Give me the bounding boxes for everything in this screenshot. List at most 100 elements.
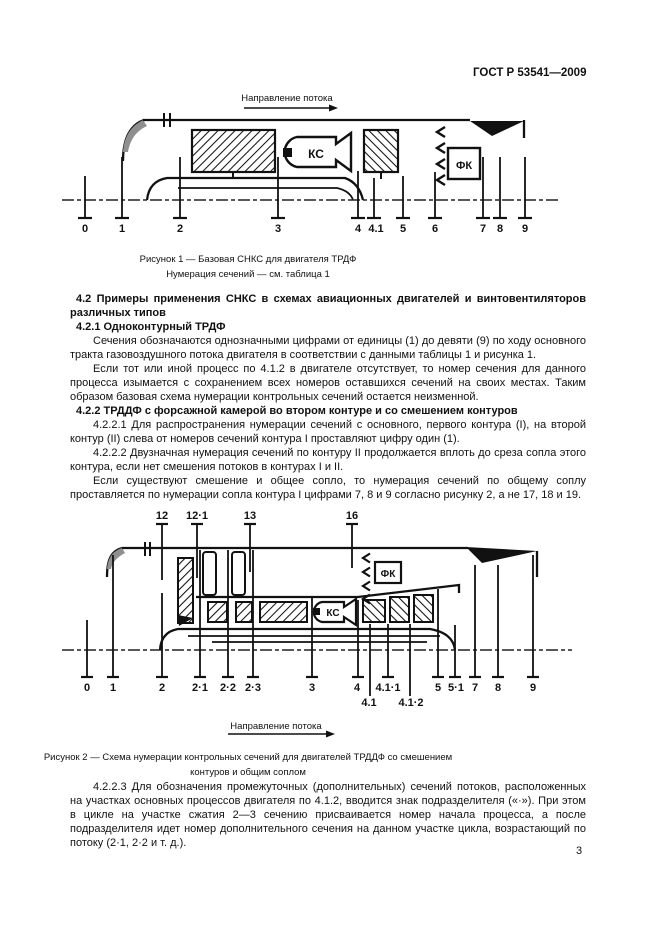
sub-section-tick: 4.1·2 [398, 624, 424, 709]
section-label: 6 [432, 223, 438, 235]
section-label: 2 [159, 682, 165, 694]
paragraph: Если тот или иной процесс по 4.1.2 в дви… [70, 363, 586, 403]
section-label: 4.1·1 [375, 682, 400, 694]
section-tick: 8 [492, 565, 504, 694]
section-label: 2·2 [220, 682, 236, 694]
section-label: 4.1 [368, 223, 383, 235]
figure1-caption-line2: Нумерация сечений — см. таблица 1 [166, 269, 330, 280]
section-tick: 2 [156, 593, 168, 694]
fan-root [178, 615, 193, 626]
section-label: 4 [355, 223, 362, 235]
turbine-hatch [389, 596, 410, 623]
section-tick: 8 [493, 157, 507, 235]
paragraph: Если существуют смешение и общее сопло, … [70, 475, 586, 501]
heading-4-2: 4.2 Примеры применения СНКС в схемах ави… [70, 293, 586, 319]
paragraph-4-2-2-3: 4.2.2.3 Для обозначения промежуточных (д… [70, 780, 586, 850]
section-label: 4 [354, 682, 361, 694]
flow-arrow-head [329, 104, 338, 112]
afterburner-box: ФК [373, 560, 403, 585]
flow-direction: Направление потока [241, 93, 338, 112]
heading-4-2-2: 4.2.2 ТРДДФ с форсажной камерой во второ… [76, 405, 518, 417]
paragraph: 4.2.2.1 Для распространения нумерации се… [70, 419, 586, 445]
section-tick: 5 [396, 176, 410, 235]
bypass-vane [202, 551, 217, 596]
section-label: 0 [82, 223, 88, 235]
section-tick: 0 [81, 620, 93, 694]
section-label: 12·1 [186, 510, 208, 522]
section-tick: 1 [107, 555, 119, 694]
section-label: 2·3 [245, 682, 261, 694]
flow-label: Направление потока [230, 721, 322, 732]
turbine-hatch [362, 599, 386, 623]
flow-label: Направление потока [241, 93, 333, 104]
section-tick: 2·1 [192, 550, 208, 694]
hub-inner-line [178, 187, 354, 201]
nozzle-triangle [470, 121, 524, 136]
section-label: 5 [400, 223, 406, 235]
section-label: 12 [156, 510, 168, 522]
fk-label: ФК [381, 569, 397, 580]
section-tick: 5 [432, 589, 444, 694]
figure2-caption: Рисунок 2 — Схема нумерации контрольных … [43, 752, 453, 778]
section-label: 16 [346, 510, 358, 522]
paragraph: 4.2.2.3 Для обозначения промежуточных (д… [70, 781, 586, 849]
flow-direction: Направление потока [228, 721, 335, 738]
turbine-hatch [413, 594, 434, 623]
paragraph: 4.2.2.2 Двузначная нумерация сечений по … [70, 447, 586, 473]
section-tick: 0 [78, 176, 92, 235]
top-section-tick: 12·1 [186, 510, 208, 578]
section-tick: 4 [351, 171, 365, 235]
paragraph: Сечения обозначаются однозначными цифрам… [70, 335, 586, 361]
bypass-vane [231, 551, 246, 596]
page-number: 3 [576, 845, 583, 857]
section-label: 7 [472, 682, 478, 694]
figure1-caption-line1: Рисунок 1 — Базовая СНКС для двигателя Т… [139, 254, 357, 265]
section-label: 1 [110, 682, 116, 694]
sub-section-tick: 4.1 [361, 624, 377, 709]
bypass-splitter [196, 583, 461, 599]
engine-outline [121, 113, 526, 201]
section-tick: 6 [428, 172, 442, 235]
flow-arrow-head [326, 730, 335, 738]
nozzle-triangle [466, 547, 537, 563]
section-label: 4.1·2 [398, 697, 423, 709]
fan [177, 557, 194, 626]
section-label: 9 [522, 223, 528, 235]
section-tick: 7 [469, 565, 481, 694]
fan-hatch [177, 557, 194, 624]
section-label: 3 [309, 682, 315, 694]
heading-4-2-1: 4.2.1 Одноконтурный ТРДФ [76, 321, 226, 333]
flame-holder-chevrons [434, 125, 446, 187]
document-title: ГОСТ Р 53541—2009 [473, 67, 587, 79]
section-label: 5·1 [448, 682, 464, 694]
fuel-injector [283, 148, 292, 157]
section-tick: 3 [306, 597, 318, 694]
section-tick: 1 [115, 157, 129, 235]
section-tick: 2·2 [220, 550, 236, 694]
section-label: 2 [177, 223, 183, 235]
inlet-lip-shading [123, 120, 147, 152]
flame-holder-chevrons [360, 552, 371, 605]
compressor-hatch [190, 128, 277, 174]
section-tick: 9 [527, 555, 539, 694]
section-tick: 4.1·1 [375, 624, 401, 694]
section-label: 13 [244, 510, 256, 522]
afterburner-box: ФК [446, 146, 482, 181]
section-label: 4.1 [361, 697, 376, 709]
engine-outline [105, 542, 539, 651]
compressor-hatch [235, 601, 253, 623]
section-tick: 4 [352, 600, 364, 694]
section-tick: 4.1 [367, 178, 384, 235]
section-label: 1 [119, 223, 125, 235]
figure1-diagram: Направление потока КС [62, 93, 560, 235]
section-tick: 2·3 [245, 550, 261, 694]
fk-label: ФК [456, 160, 472, 172]
section-label: 3 [275, 223, 281, 235]
section-label: 8 [497, 223, 503, 235]
section-label: 5 [435, 682, 441, 694]
section-tick: 3 [271, 157, 285, 235]
section-tick: 2 [173, 157, 187, 235]
section-label: 7 [480, 223, 486, 235]
section-tick: 7 [476, 157, 490, 235]
combustion-chamber: КС [283, 130, 353, 174]
